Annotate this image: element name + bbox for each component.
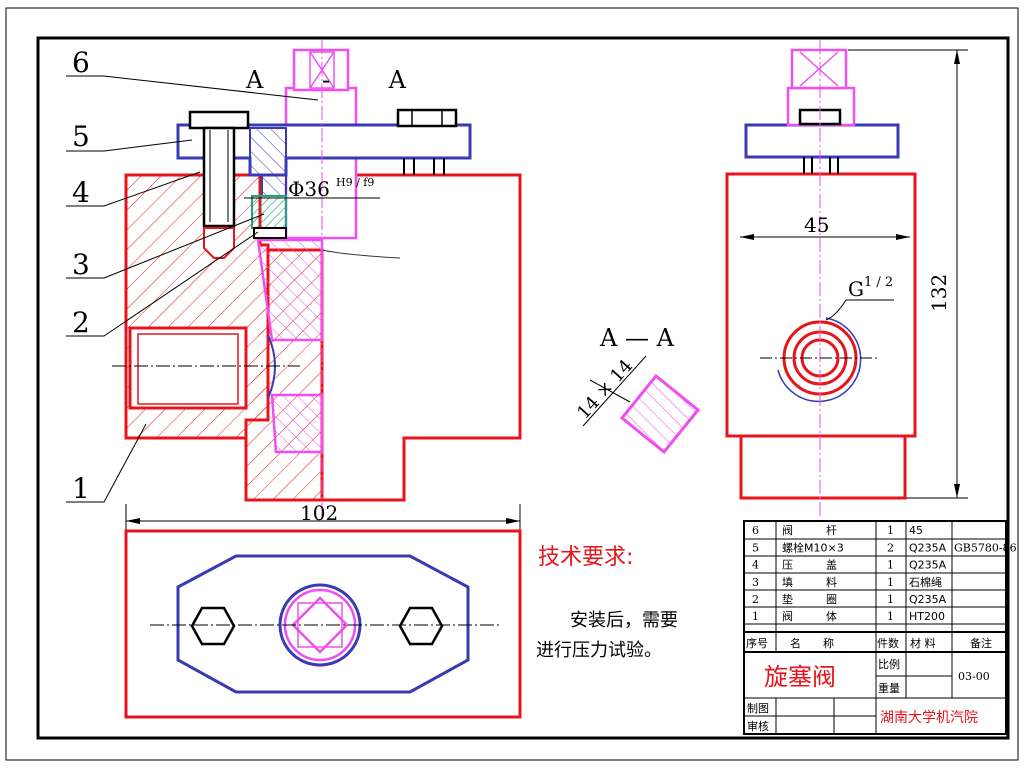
parts-cell-name: 螺栓M10×3 [782, 540, 844, 554]
stem-square-top [292, 48, 350, 92]
fit-dimension: Φ36 [288, 177, 330, 201]
parts-cell-material: Q235A [909, 541, 947, 554]
tech-req-line2: 进行压力试验。 [536, 640, 662, 661]
parts-cell-no: 3 [752, 576, 759, 589]
thread-label: G [848, 277, 864, 301]
dimension-102: 102 [125, 501, 521, 530]
parts-header-qty: 件数 [877, 637, 899, 650]
front-section-view [112, 40, 522, 520]
title-name: 旋塞阀 [764, 663, 836, 691]
body-top-outline [124, 529, 522, 719]
parts-cell-material: Q235A [909, 593, 947, 606]
parts-header-note: 备注 [970, 636, 992, 650]
parts-cell-qty: 1 [887, 593, 894, 606]
part-number-3: 3 [72, 248, 90, 281]
parts-cell-qty: 1 [887, 610, 894, 623]
stem-square-top-view [291, 596, 349, 654]
thread-sup: 1 / 2 [864, 275, 893, 290]
parts-cell-no: 5 [752, 541, 759, 554]
part-number-1: 1 [72, 472, 90, 505]
parts-cell-material: HT200 [909, 610, 945, 623]
hex-nut-right [398, 606, 444, 646]
parts-cell-name: 阀 体 [782, 609, 837, 623]
inner-frame [36, 36, 1010, 740]
parts-cell-qty: 1 [887, 524, 894, 537]
part-callouts [66, 75, 319, 503]
parts-cell-name: 压 盖 [782, 558, 837, 572]
bolt-head-left [188, 110, 250, 130]
packing [251, 195, 287, 229]
section-aa-small: A — A 14 × 14 [573, 324, 701, 455]
part-number-labels: 6 5 4 3 2 1 [72, 46, 90, 505]
square-section [619, 373, 701, 455]
technical-requirements: 技术要求: 安装后，需要 进行压力试验。 [536, 545, 678, 661]
parts-header-material: 材 料 [910, 636, 936, 650]
tech-req-title: 技术要求: [538, 545, 633, 570]
part-number-2: 2 [72, 306, 90, 339]
checked-label: 审核 [747, 719, 769, 733]
part-number-6: 6 [72, 46, 90, 79]
parts-cell-no: 4 [752, 559, 759, 572]
parts-cell-qty: 1 [887, 559, 894, 572]
parts-header-name: 名 称 [790, 636, 834, 650]
stem [284, 86, 358, 240]
parts-cell-material: Q235A [909, 559, 947, 572]
parts-cell-no: 2 [752, 593, 759, 606]
inlet-bore [128, 326, 248, 410]
parts-cell-qty: 2 [887, 541, 894, 554]
parts-cell-material: 石棉绳 [909, 575, 942, 589]
weight-label: 重量 [878, 681, 900, 695]
side-view [725, 40, 917, 518]
dimension-45: 45 [740, 213, 910, 240]
dim-132-label: 132 [927, 274, 951, 312]
drawing-number: 03-00 [958, 670, 990, 683]
gland-top-outline [176, 554, 470, 694]
parts-cell-qty: 1 [887, 576, 894, 589]
dim-45-label: 45 [804, 213, 829, 237]
washer [253, 227, 287, 239]
side-gland [744, 123, 900, 159]
drawn-label: 制图 [747, 702, 769, 715]
outer-frame [5, 7, 1019, 761]
parts-cell-material: 45 [909, 524, 923, 537]
part-number-5: 5 [72, 120, 90, 153]
parts-cell-name: 填 料 [782, 575, 837, 589]
scale-label: 比例 [878, 657, 900, 671]
bolt-shank-left [202, 126, 236, 228]
section-label-small: A — A [599, 324, 675, 352]
school-name: 湖南大学机汽院 [880, 710, 978, 726]
top-view [124, 529, 522, 719]
tech-req-line1: 安装后，需要 [570, 610, 678, 631]
thread-callout: G 1 / 2 [825, 275, 894, 321]
fit-tolerance: H9 / f9 [336, 176, 374, 189]
title-block: 旋塞阀 比例 重量 03-00 制图 审核 湖南大学机汽院 [743, 651, 1007, 735]
parts-header-no: 序号 [746, 636, 768, 650]
bolt-head-right [396, 108, 458, 128]
dimension-132: 132 [848, 49, 968, 499]
parts-cell-name: 阀 杆 [782, 523, 837, 537]
part-number-4: 4 [72, 176, 90, 209]
parts-cell-note: GB5780-86 [954, 541, 1017, 554]
hex-nut-left [190, 606, 236, 646]
dim-102-label: 102 [300, 501, 338, 525]
parts-cell-no: 6 [752, 524, 759, 537]
side-lower-boss [739, 434, 907, 500]
parts-cell-no: 1 [752, 610, 759, 623]
section-label-top: A - A [245, 66, 407, 94]
parts-cell-name: 垫 圈 [782, 592, 837, 606]
